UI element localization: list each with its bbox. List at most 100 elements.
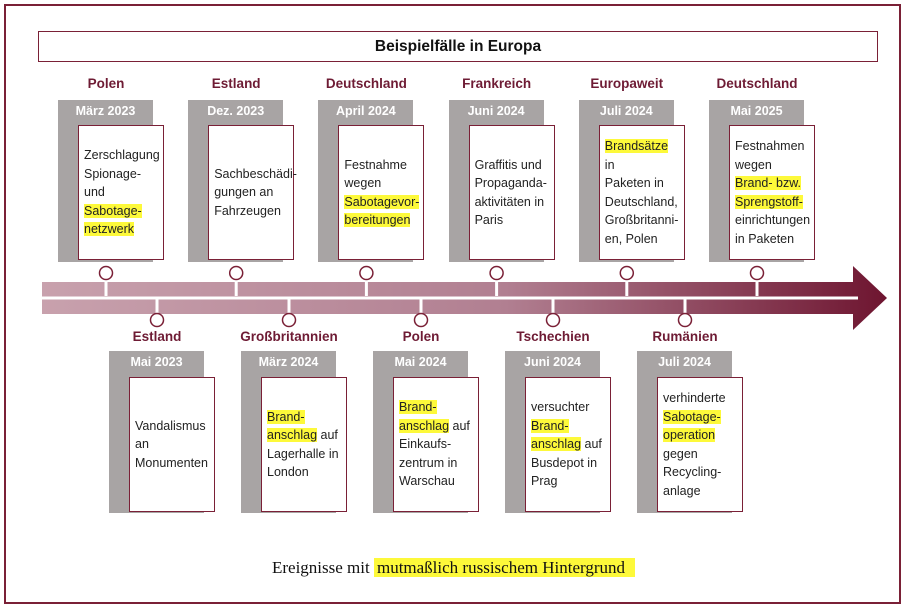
event-line: Paketen in bbox=[605, 174, 680, 193]
event-text: London bbox=[267, 465, 309, 479]
event-line: en, Polen bbox=[605, 230, 680, 249]
event-line: Propaganda- bbox=[475, 174, 550, 193]
event-line: in Paketen bbox=[735, 230, 810, 249]
event-text: Großbritanni- bbox=[604, 213, 679, 227]
event-text: gegen bbox=[663, 446, 698, 461]
event-line: Brand- bbox=[531, 417, 606, 436]
event-country: Großbritannien bbox=[240, 329, 338, 344]
event-text: auf bbox=[449, 418, 470, 433]
event-highlight: operation bbox=[663, 428, 716, 442]
event-line: Brand- bzw. bbox=[735, 174, 810, 193]
diagram-frame bbox=[4, 4, 901, 604]
event-text: Deutschland, bbox=[604, 194, 678, 209]
event-line: Einkaufs- bbox=[399, 435, 474, 454]
event-highlight: Brand- bbox=[399, 400, 437, 415]
event-date: März 2024 bbox=[258, 355, 319, 369]
event-date: Juni 2024 bbox=[524, 355, 581, 369]
event-line: gungen an bbox=[214, 183, 289, 202]
event-line: aktivitäten in bbox=[475, 193, 550, 212]
event-date: März 2023 bbox=[75, 104, 136, 118]
legend: Ereignisse mit mutmaßlich russischem Hin… bbox=[0, 558, 907, 578]
event-highlight: anschlag bbox=[399, 418, 450, 433]
event-country: Frankreich bbox=[462, 76, 532, 91]
event-marker bbox=[749, 265, 765, 281]
event-marker bbox=[98, 265, 114, 281]
event-line: Vandalismus bbox=[135, 417, 210, 436]
event-text: zentrum in bbox=[399, 455, 458, 470]
event-line: bereitungen bbox=[344, 211, 419, 230]
event-text: Vandalismus bbox=[135, 418, 206, 433]
event-text: Paketen in bbox=[604, 176, 664, 190]
event-date: Mai 2025 bbox=[730, 104, 783, 118]
event-line: Fahrzeugen bbox=[214, 202, 289, 221]
event-date: Dez. 2023 bbox=[207, 104, 265, 118]
event-text: Festnahmen bbox=[735, 139, 805, 153]
event-text: gungen an bbox=[214, 185, 274, 200]
event-line: Recycling- bbox=[663, 463, 738, 482]
event-country: Estland bbox=[132, 329, 182, 344]
event-line: operation bbox=[663, 426, 738, 445]
event-marker bbox=[619, 265, 635, 281]
event-text: Monumenten bbox=[135, 455, 208, 470]
event-line: London bbox=[267, 463, 342, 482]
event-line: Sabotagevor- bbox=[344, 193, 420, 212]
event-highlight: bereitungen bbox=[344, 213, 411, 227]
event-line: zentrum in bbox=[399, 454, 474, 473]
event-line: anlage bbox=[663, 482, 738, 501]
event-text: Spionage- bbox=[84, 166, 141, 181]
event-country: Polen bbox=[402, 329, 440, 344]
event-text: Sachbeschädi- bbox=[214, 166, 297, 181]
event-text: Busdepot in bbox=[531, 455, 598, 470]
event-line: gegen bbox=[663, 445, 738, 464]
event-line: an bbox=[135, 435, 210, 454]
event-marker bbox=[413, 312, 429, 328]
event-line: Sabotage- bbox=[84, 202, 159, 221]
event-text: Graffitis und bbox=[474, 157, 542, 172]
event-highlight: Brand- bbox=[531, 418, 569, 433]
event-text: in Paketen bbox=[735, 231, 795, 246]
event-line: Sachbeschädi- bbox=[214, 165, 297, 184]
event-date: Mai 2024 bbox=[394, 355, 447, 369]
event-date: Juli 2024 bbox=[658, 355, 711, 369]
event-line: Paris bbox=[475, 211, 550, 230]
event-highlight: anschlag bbox=[267, 428, 318, 442]
event-line: wegen bbox=[735, 156, 810, 175]
event-text: Warschau bbox=[399, 474, 455, 489]
event-marker bbox=[677, 312, 693, 328]
event-text: aktivitäten in bbox=[474, 194, 545, 209]
event-text: Festnahme bbox=[344, 157, 407, 172]
event-line: Sabotage- bbox=[663, 408, 738, 427]
legend-prefix: Ereignisse mit bbox=[271, 558, 370, 577]
event-line: Spionage- bbox=[84, 165, 159, 184]
event-date: April 2024 bbox=[336, 104, 396, 118]
event-line: Sprengstoff- bbox=[735, 193, 810, 212]
event-line: Brand- bbox=[267, 408, 342, 427]
event-text: en, Polen bbox=[604, 231, 658, 246]
event-highlight: Sabotage- bbox=[663, 409, 721, 424]
event-description: Sachbeschädi-gungen an Fahrzeugen bbox=[214, 165, 297, 221]
event-text: wegen bbox=[735, 157, 772, 172]
event-country: Polen bbox=[87, 76, 125, 91]
event-country: Tschechien bbox=[516, 329, 590, 344]
event-text: an bbox=[135, 437, 149, 452]
event-line: anschlag auf bbox=[531, 435, 606, 454]
event-highlight: Sprengstoff- bbox=[735, 194, 803, 209]
event-line: Lagerhalle in bbox=[267, 445, 342, 464]
event-line: anschlag auf bbox=[399, 417, 474, 436]
event-highlight: Sabotage- bbox=[84, 203, 142, 218]
event-text: anlage bbox=[663, 483, 701, 498]
event-card: Sachbeschädi-gungen an Fahrzeugen bbox=[208, 125, 297, 260]
event-highlight: Brand- bzw. bbox=[735, 176, 802, 190]
